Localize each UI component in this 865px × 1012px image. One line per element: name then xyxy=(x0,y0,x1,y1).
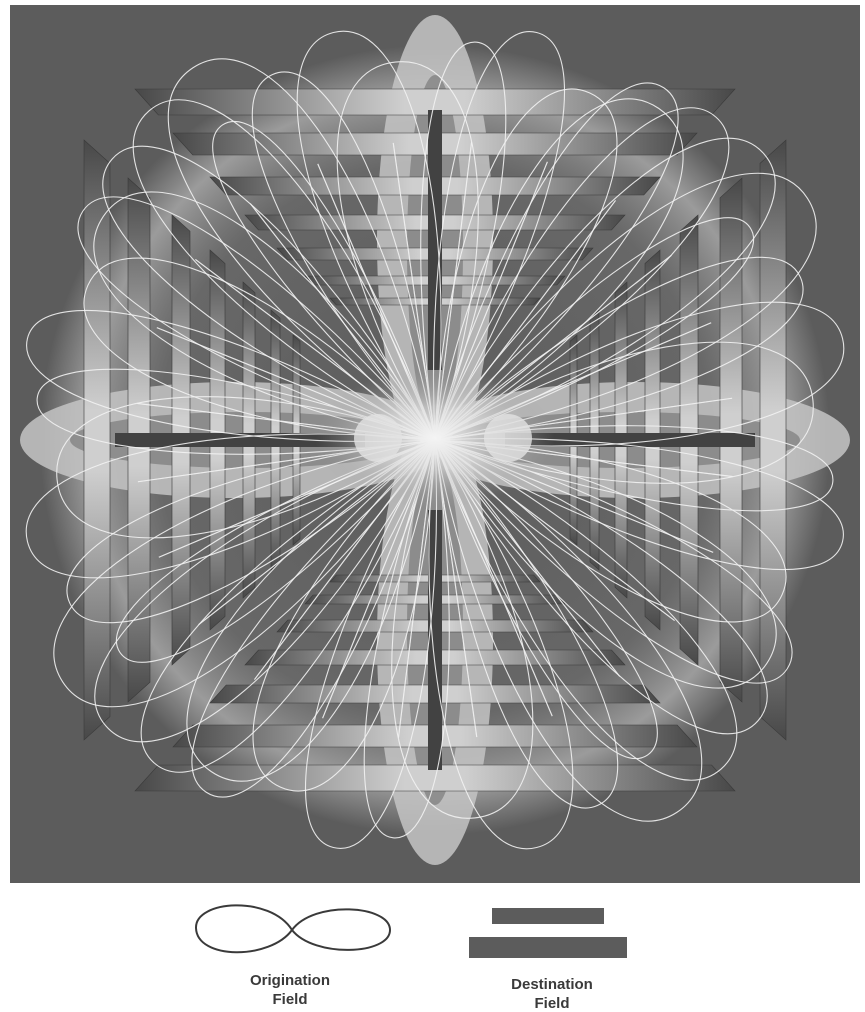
cross-bar-bottom xyxy=(428,510,442,770)
destination-field-symbol-top xyxy=(492,908,604,924)
origination-label-line2: Field xyxy=(272,991,307,1008)
destination-label-line1: Destination xyxy=(511,976,593,993)
origination-field-symbol xyxy=(196,905,390,952)
legend: Origination Field Destination Field xyxy=(196,905,627,1012)
origination-label-line1: Origination xyxy=(250,972,330,989)
cross-bar-top xyxy=(428,110,442,370)
destination-field-symbol-bottom xyxy=(469,937,627,958)
core-node-left xyxy=(354,414,402,462)
destination-label-line2: Field xyxy=(534,995,569,1012)
core-node-right xyxy=(484,414,532,462)
